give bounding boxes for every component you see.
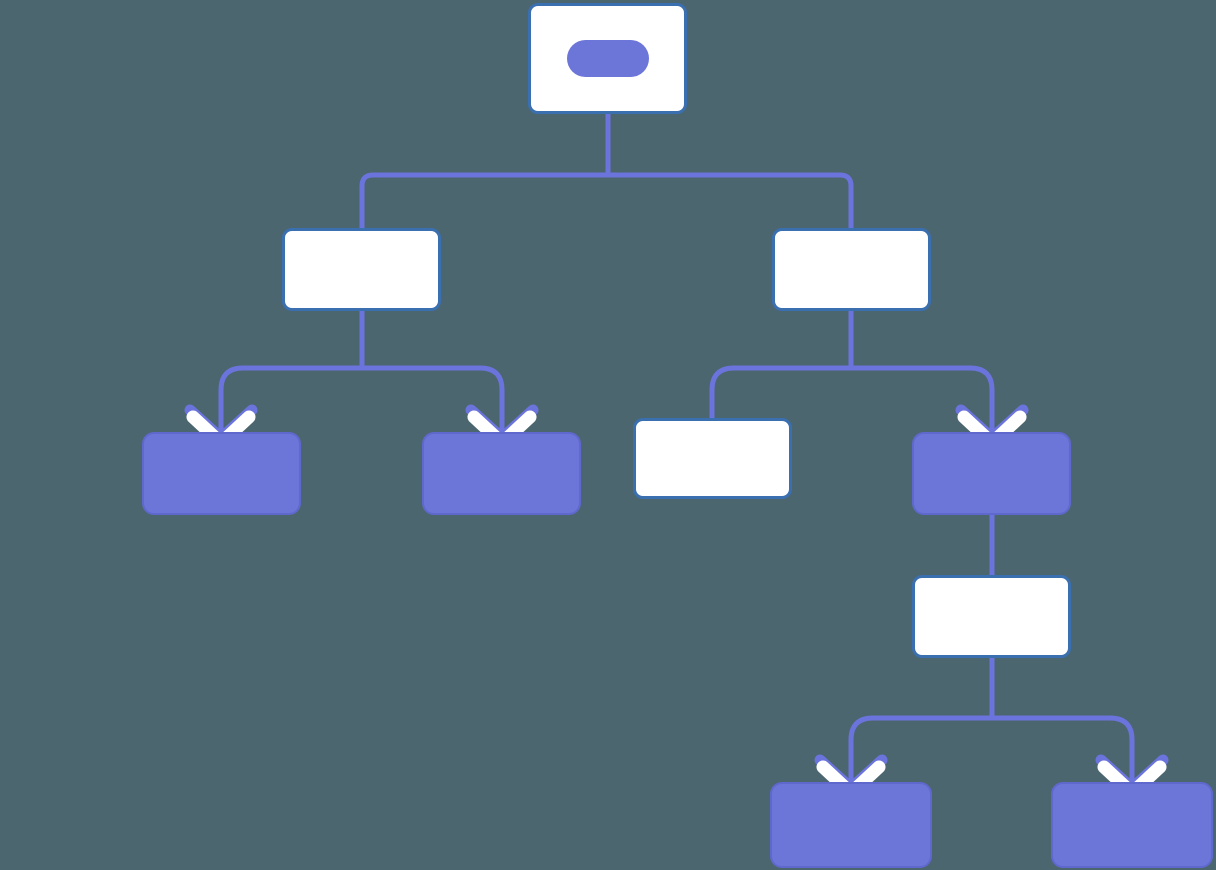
node-label xyxy=(915,578,1068,655)
node-label xyxy=(636,421,789,496)
node-label xyxy=(775,231,928,308)
node-label xyxy=(1053,784,1211,866)
node-n-r1[interactable] xyxy=(772,228,931,311)
node-n-r2a[interactable] xyxy=(770,782,932,868)
node-label xyxy=(772,784,930,866)
node-n-l1b[interactable] xyxy=(422,432,581,515)
node-n-r2[interactable] xyxy=(912,575,1071,658)
node-n-l1a[interactable] xyxy=(142,432,301,515)
root-pill-badge xyxy=(567,40,649,77)
node-label xyxy=(285,231,438,308)
node-label xyxy=(144,434,299,513)
connector-e-r2-r2b xyxy=(992,715,1135,782)
node-label xyxy=(914,434,1069,513)
node-n-l1[interactable] xyxy=(282,228,441,311)
node-label xyxy=(424,434,579,513)
node-n-r2b[interactable] xyxy=(1051,782,1213,868)
node-root[interactable] xyxy=(528,3,687,114)
node-n-r1a[interactable] xyxy=(633,418,792,499)
node-n-r1b[interactable] xyxy=(912,432,1071,515)
connector-e-l1-l1a xyxy=(218,365,362,432)
connector-e-r2-r2a xyxy=(848,715,992,782)
connector-e-l1-l1b xyxy=(362,365,505,432)
connector-e-r1-r1b xyxy=(851,365,995,432)
